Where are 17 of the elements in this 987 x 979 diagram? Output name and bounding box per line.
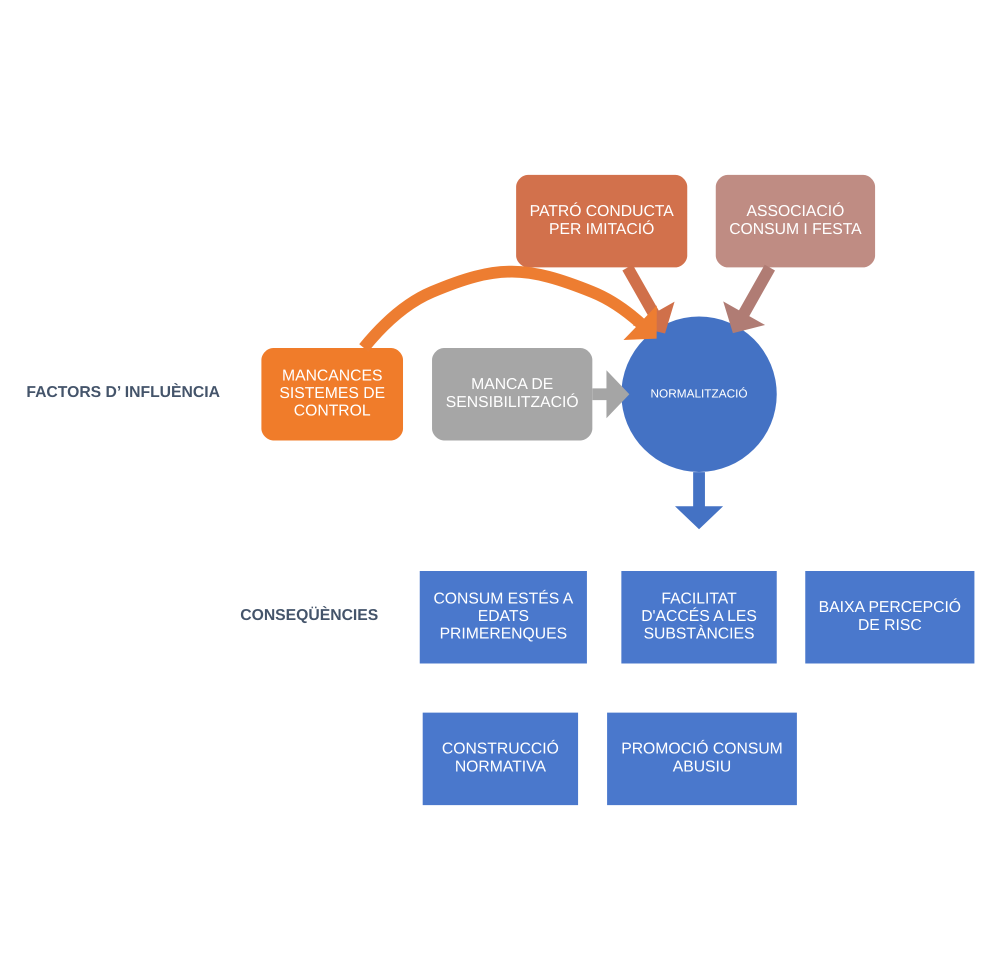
node-box: MANCA DE SENSIBILITZACIÓ	[432, 348, 592, 440]
arrow	[675, 472, 724, 529]
node-box: CONSUM ESTÉS A EDATS PRIMERENQUES	[420, 570, 587, 663]
node-box: BAIXA PERCEPCIÓ DE RISC	[805, 570, 974, 663]
node-box: FACILITAT D'ACCÉS A LES SUBSTÀNCIES	[621, 570, 777, 663]
node-box: PATRÓ CONDUCTA PER IMITACIÓ	[516, 174, 688, 267]
label: FACTORS D’ INFLUÈNCIA	[26, 384, 220, 401]
arrow	[622, 264, 675, 333]
node-box: MANCANCES SISTEMES DE CONTROL	[261, 348, 404, 440]
arrow	[723, 264, 775, 333]
node-box: CONSTRUCCIÓ NORMATIVA	[422, 712, 578, 805]
arrow	[359, 265, 657, 352]
arrow	[592, 370, 630, 418]
label: CONSEQÜÈNCIES	[240, 606, 378, 624]
node-box: PROMOCIÓ CONSUM ABUSIU	[607, 712, 797, 805]
node-circle: NORMALITZACIÓ	[621, 316, 777, 472]
node-box: ASSOCIACIÓ CONSUM I FESTA	[716, 174, 876, 267]
